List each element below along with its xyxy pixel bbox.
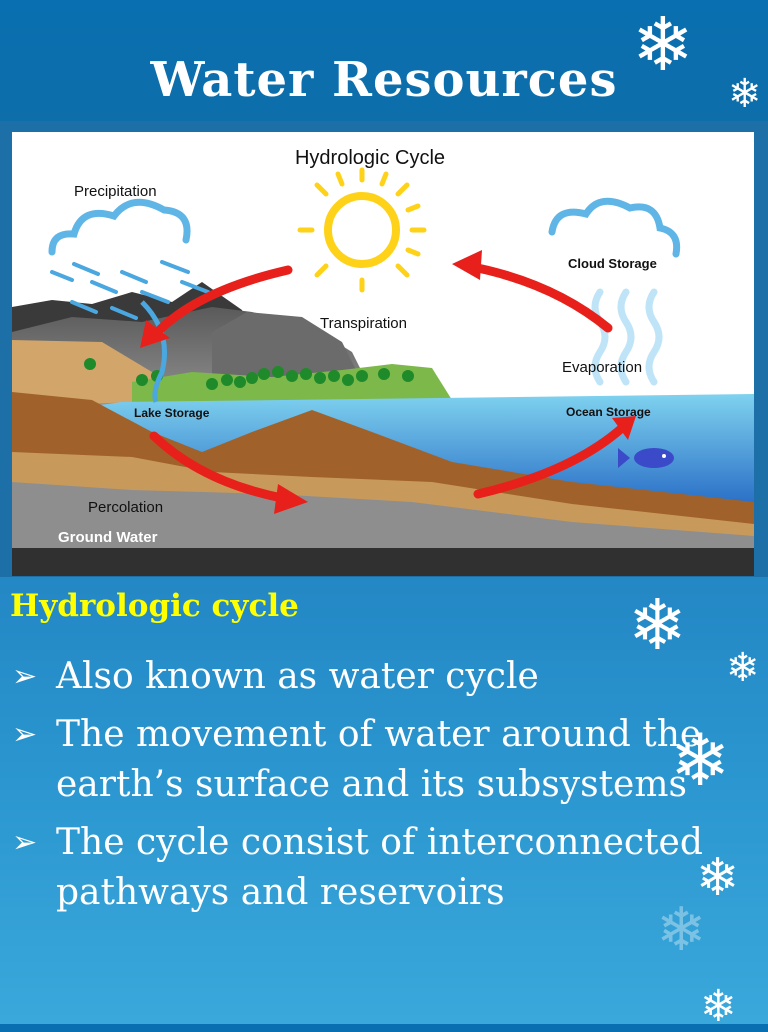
land [132, 364, 452, 407]
river [140, 300, 167, 403]
bullet-list: ➢ Also known as water cycle ➢ The moveme… [10, 652, 750, 926]
label-evaporation: Evaporation [562, 359, 642, 376]
fish-icon [618, 448, 674, 468]
cycle-arrows [147, 261, 627, 503]
snowflake-icon: ❄ [700, 981, 737, 1032]
bullet-arrow-icon: ➢ [12, 659, 38, 694]
mountain [212, 312, 357, 382]
snowflake-icon: ❄ [728, 71, 762, 117]
bullet-text: The cycle consist of interconnected path… [56, 822, 703, 913]
cloud-icon [48, 197, 681, 258]
section-heading: Hydrologic cycle [10, 588, 299, 624]
diagram-title: Hydrologic Cycle [295, 147, 445, 169]
label-ground-water: Ground Water [58, 529, 158, 546]
bullet-arrow-icon: ➢ [12, 717, 38, 752]
bullet-text: The movement of water around the earth’s… [56, 714, 702, 805]
hydrologic-cycle-diagram: Hydrologic Cycle Precipitation Cloud Sto… [12, 132, 754, 576]
label-percolation: Percolation [88, 499, 163, 516]
rain [50, 260, 210, 320]
sun-icon [297, 167, 427, 293]
label-ocean-storage: Ocean Storage [566, 405, 651, 419]
snowflake-icon: ❄ [628, 584, 687, 666]
bullet-item: ➢ Also known as water cycle [10, 652, 750, 702]
snowflake-icon: ❄ [656, 895, 707, 965]
label-precipitation: Precipitation [74, 183, 157, 200]
bullet-arrow-icon: ➢ [12, 825, 38, 860]
snowflake-icon: ❄ [696, 848, 740, 908]
bullet-item: ➢ The movement of water around the earth… [10, 710, 750, 810]
snowflake-icon: ❄ [632, 2, 695, 88]
bullet-item: ➢ The cycle consist of interconnected pa… [10, 818, 750, 918]
evaporation-lines [591, 288, 663, 386]
bullet-text: Also known as water cycle [56, 656, 539, 697]
snowflake-icon: ❄ [670, 718, 731, 802]
label-transpiration: Transpiration [320, 315, 407, 332]
label-lake-storage: Lake Storage [134, 406, 210, 420]
slide-title: Water Resources [150, 52, 618, 108]
snowflake-icon: ❄ [726, 645, 760, 691]
arrow-heads [140, 250, 636, 514]
label-cloud-storage: Cloud Storage [568, 256, 657, 271]
ground-water-band [12, 548, 754, 576]
